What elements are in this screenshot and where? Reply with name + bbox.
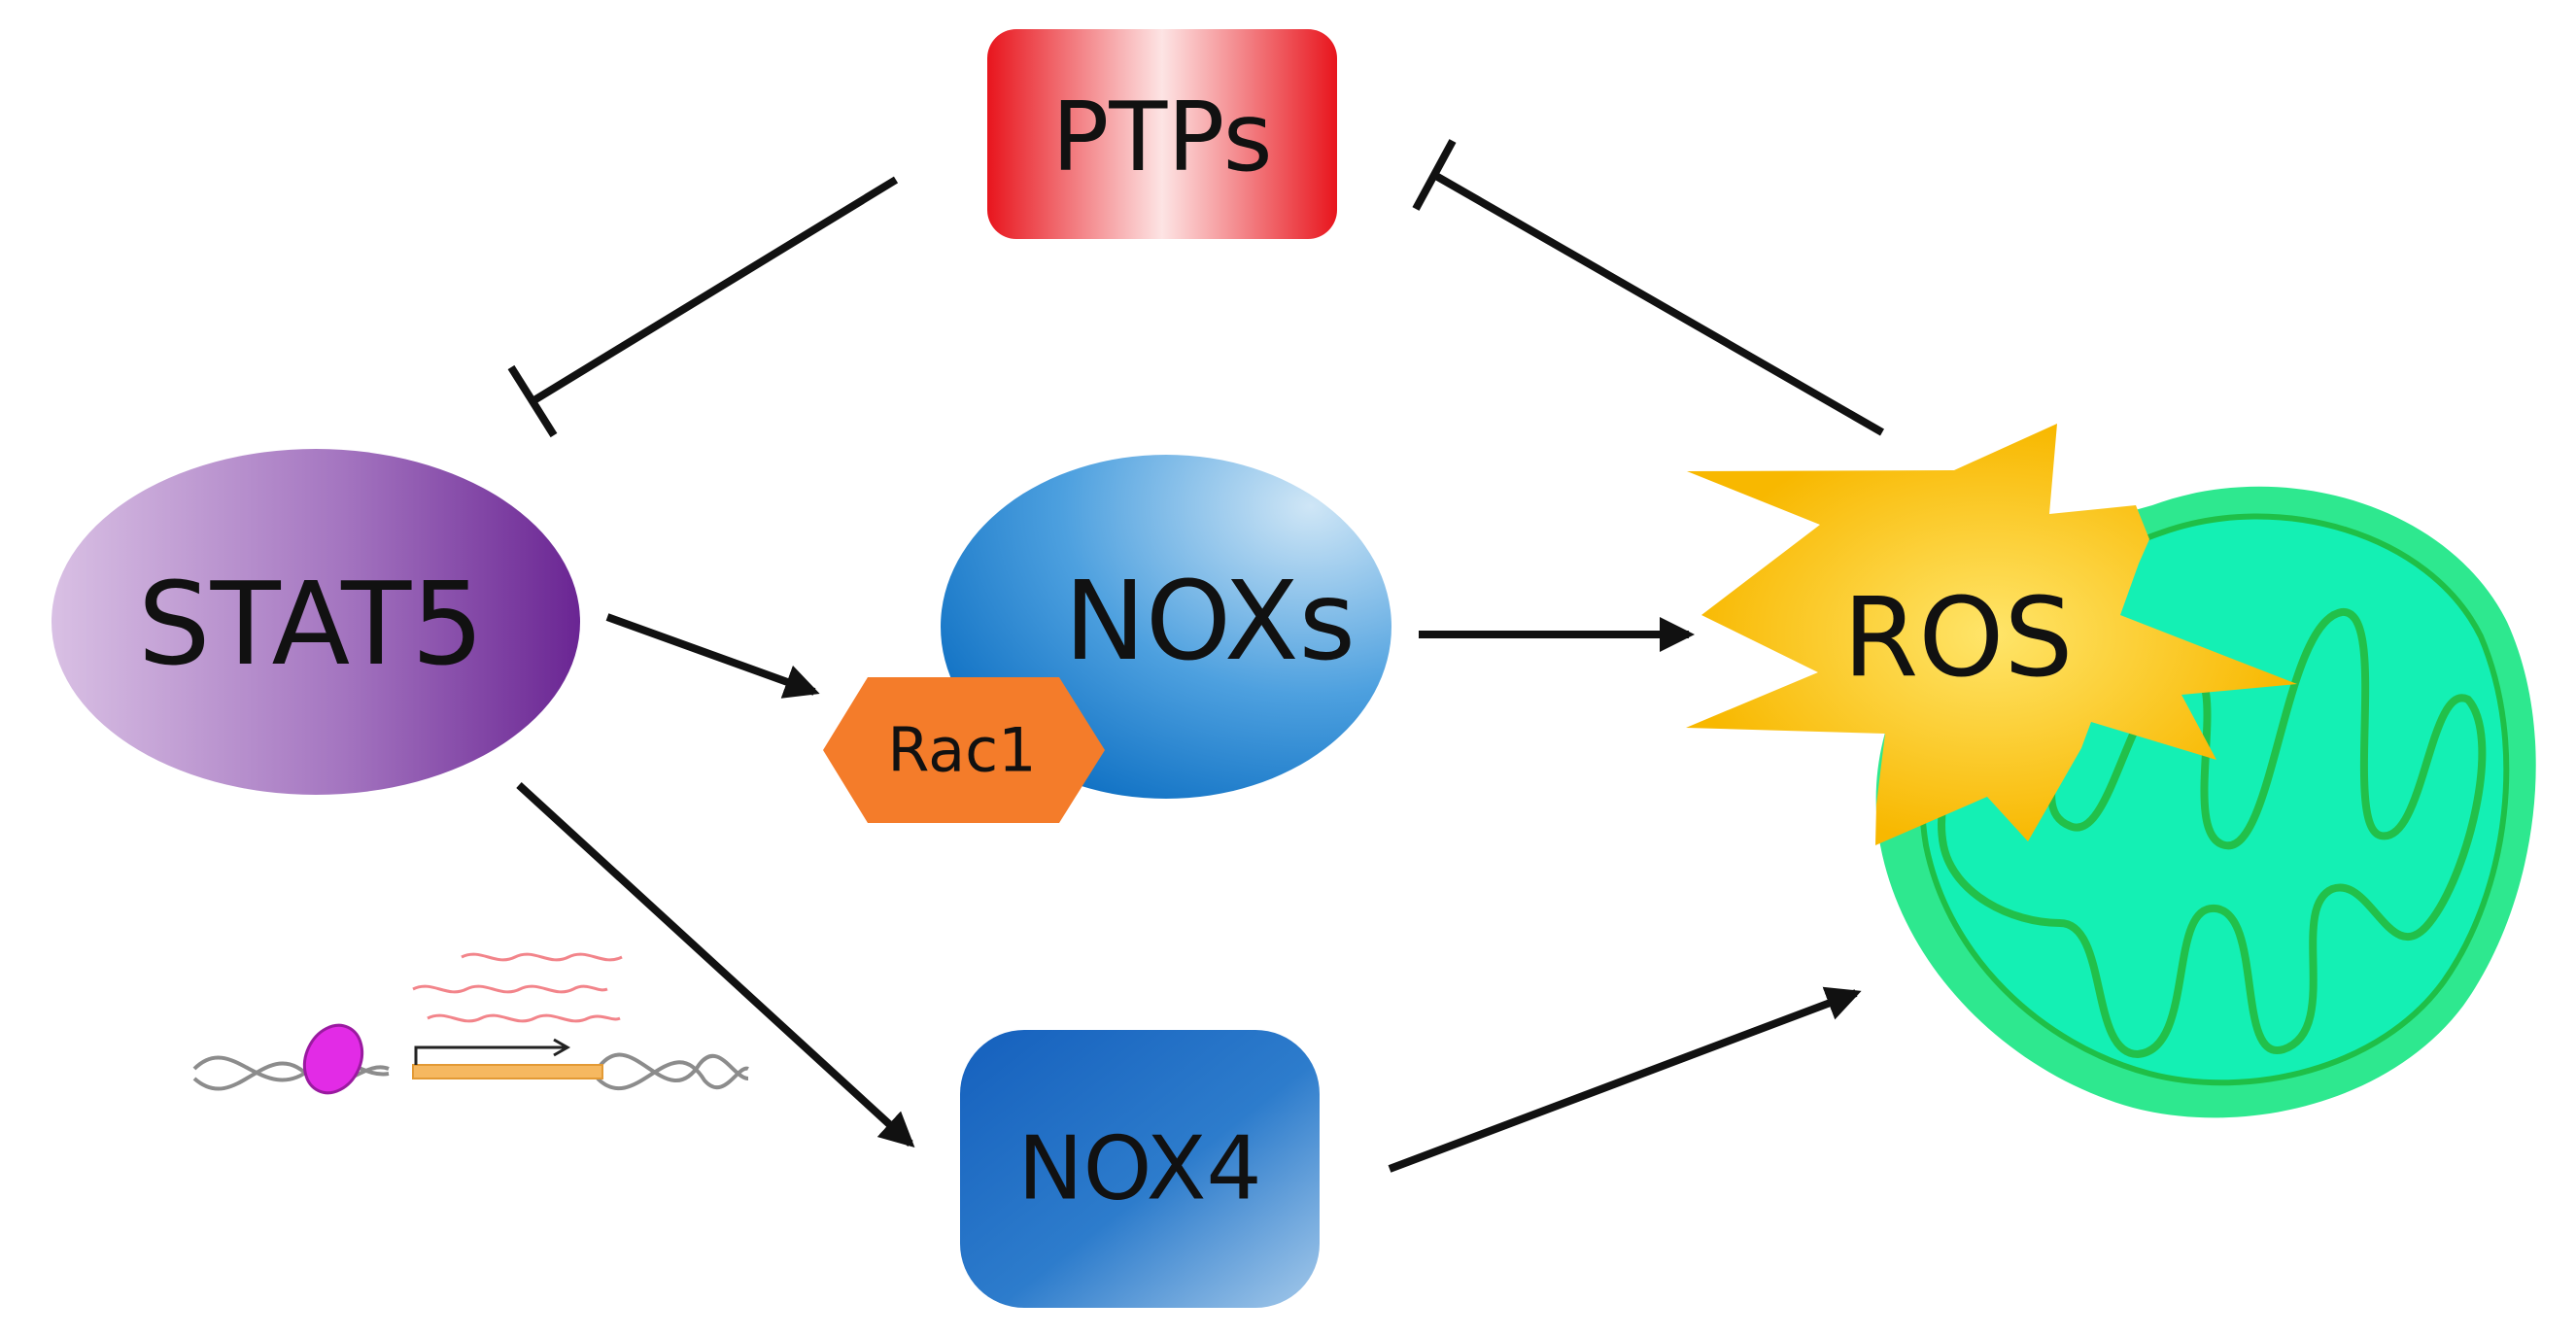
ros-label: ROS xyxy=(1842,575,2073,702)
ptps-box xyxy=(987,29,1337,239)
ptps-label: PTPs xyxy=(1051,83,1272,193)
gene-bar xyxy=(412,1064,603,1079)
node-ptps: PTPs xyxy=(987,29,1337,239)
edge-ptps-inhibits-stat5 xyxy=(530,176,899,405)
inhibition-bar-ptps xyxy=(1412,139,1457,211)
node-stat5: STAT5 xyxy=(52,449,580,795)
edges xyxy=(507,139,1884,1173)
node-ros: ROS xyxy=(1686,424,2297,845)
rac1-label: Rac1 xyxy=(887,715,1036,786)
ros-starburst xyxy=(1686,424,2297,845)
rac1-hexagon xyxy=(823,677,1105,823)
gene-transcription-icon xyxy=(192,952,749,1095)
node-rac1: Rac1 xyxy=(823,677,1105,823)
nox4-label: NOX4 xyxy=(1017,1118,1261,1220)
promoter-arrow-icon xyxy=(414,1045,566,1065)
inhibition-bar-stat5 xyxy=(507,364,558,438)
nox4-box xyxy=(960,1030,1320,1308)
edge-nox4-to-mitochondrion xyxy=(1388,986,1862,1173)
noxs-label: NOXs xyxy=(1064,559,1356,685)
edge-stat5-to-noxs xyxy=(605,613,820,699)
mitochondrion-cristae xyxy=(1938,608,2487,1058)
edge-ros-inhibits-ptps xyxy=(1432,171,1884,436)
stat5-label: STAT5 xyxy=(138,557,485,691)
edge-stat5-to-nox4 xyxy=(516,782,915,1148)
stat5-ellipse xyxy=(52,449,580,795)
promoter-arrowhead xyxy=(553,1038,571,1057)
mrna-transcripts-icon xyxy=(412,952,623,1023)
polymerase-icon xyxy=(302,1023,364,1095)
node-nox4: NOX4 xyxy=(960,1030,1320,1308)
